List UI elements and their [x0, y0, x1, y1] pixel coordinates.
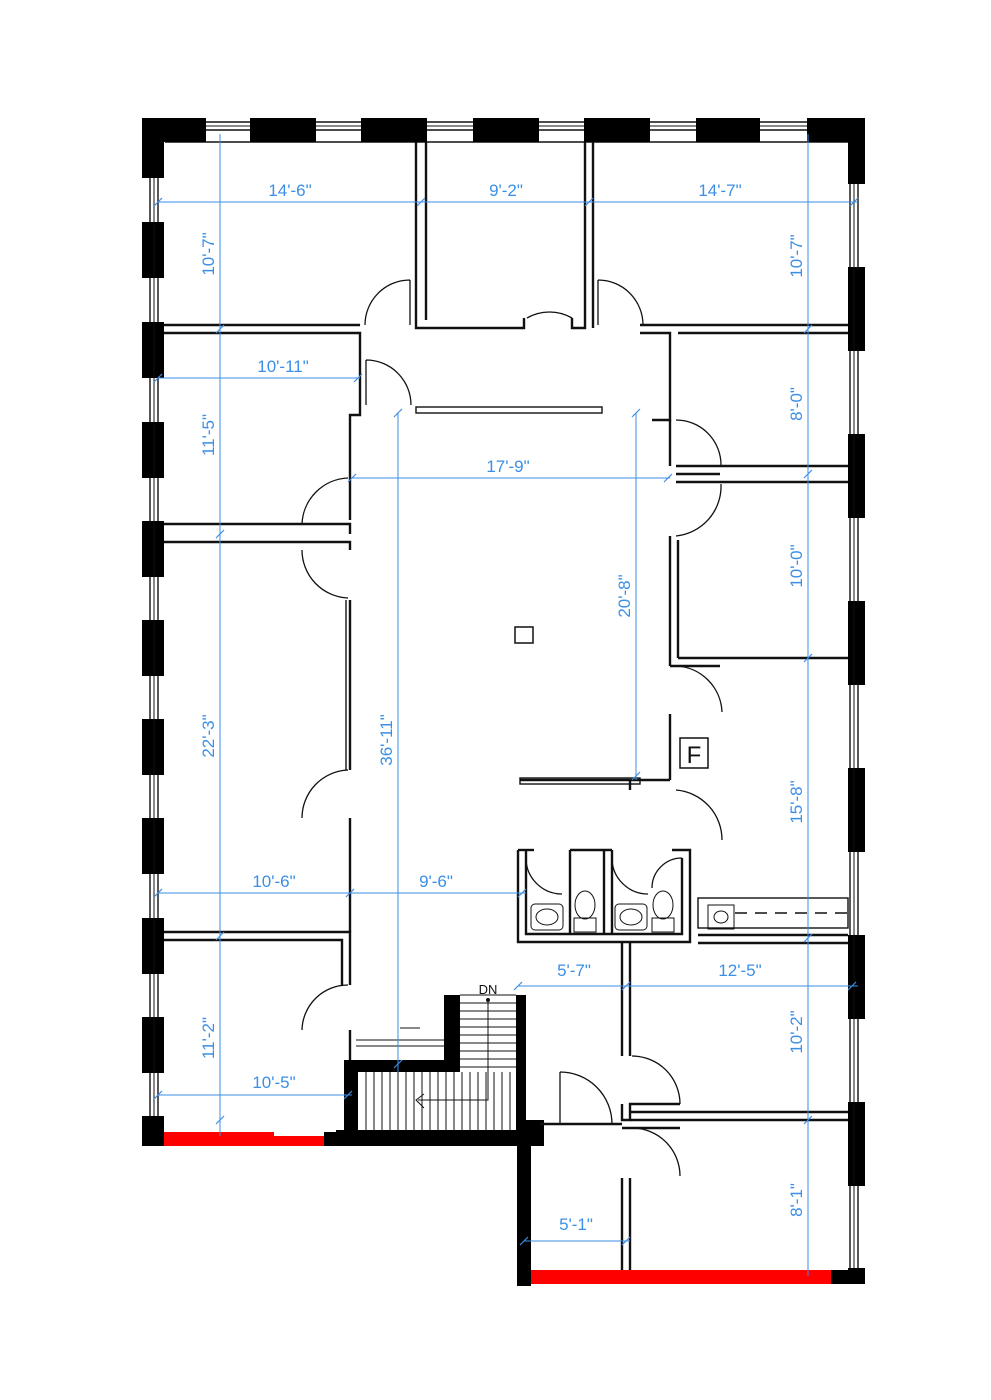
stairs-direction-arrow — [418, 1000, 489, 1101]
doors — [301, 279, 723, 1177]
dim-lower-mid-width: 9'-6" — [419, 872, 453, 891]
dim-left-room4-height: 11'-2" — [199, 1017, 218, 1059]
dim-lower-right-width: 12'-5" — [718, 961, 761, 980]
toilet-icon — [651, 890, 675, 933]
dim-right-room3-height: 10'-0" — [787, 544, 806, 587]
fire-marker-label: F — [687, 742, 702, 769]
interior-walls — [164, 142, 849, 1270]
dim-right-room5-height: 10'-2" — [787, 1010, 806, 1053]
dim-right-room4-height: 15'-8" — [787, 780, 806, 823]
exterior-walls — [142, 118, 865, 1286]
dim-top-left-width: 14'-6" — [268, 181, 311, 200]
dim-right-room6-height: 8'-1" — [787, 1183, 806, 1217]
dim-top-right-width: 14'-7" — [698, 181, 741, 200]
toilet-icon — [573, 890, 597, 933]
dim-bottom-corridor-width: 5'-1" — [559, 1215, 593, 1234]
dim-top-mid-width: 9'-2" — [489, 181, 523, 200]
dim-right-room2-height: 8'-0" — [787, 387, 806, 421]
stairs — [356, 994, 516, 1130]
sink-icon — [530, 903, 564, 931]
column-marker — [514, 626, 534, 644]
dim-stair-width: 5'-7" — [557, 961, 591, 980]
dim-left-room2-height: 11'-5" — [199, 414, 218, 456]
window-frames — [153, 125, 855, 1268]
dim-left-room1-height: 10'-7" — [199, 232, 218, 275]
dimension-labels: 14'-6" 9'-2" 14'-7" 10'-7" 10'-11" 11'-5… — [199, 181, 806, 1234]
sink-icon — [707, 904, 735, 930]
sink-icon — [614, 903, 648, 931]
dim-lower-left-width: 10'-6" — [252, 872, 295, 891]
dim-left-room4-width: 10'-5" — [252, 1073, 295, 1092]
dim-left-room2-width: 10'-11" — [257, 357, 309, 376]
fire-extinguisher-box — [679, 737, 709, 769]
dimension-lines — [153, 134, 859, 1276]
stairs-down-label: DN — [479, 982, 498, 997]
dim-overall-depth: 36'-11" — [377, 714, 396, 766]
fixtures — [514, 626, 735, 933]
dim-right-room1-height: 10'-7" — [787, 234, 806, 277]
dim-left-room3-height: 22'-3" — [199, 714, 218, 757]
dim-hall-width: 17'-9" — [486, 457, 529, 476]
dim-hall-depth: 20'-8" — [615, 574, 634, 617]
